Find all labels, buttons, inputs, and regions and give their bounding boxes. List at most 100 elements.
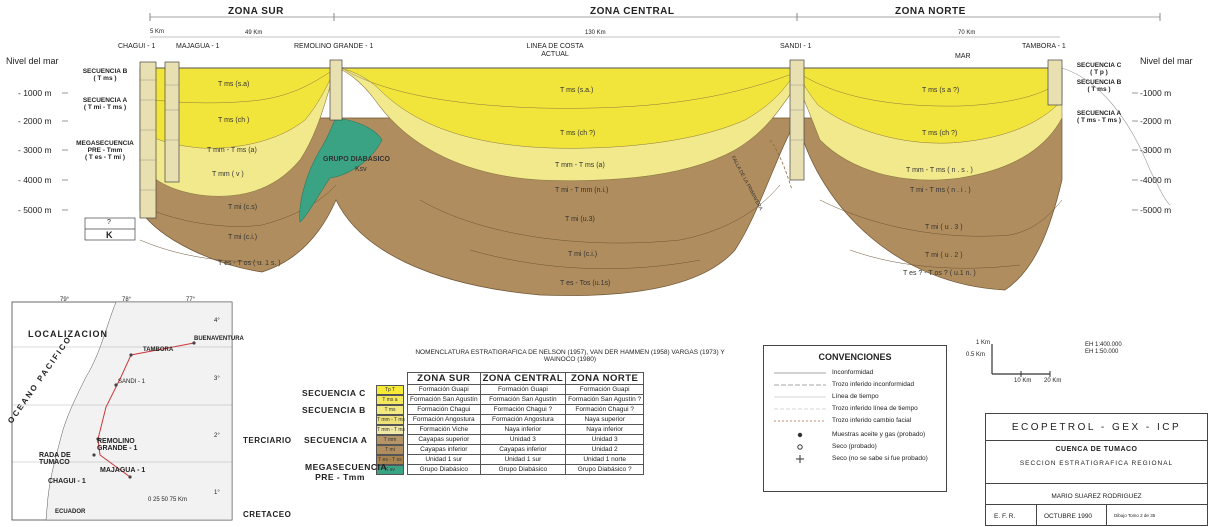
depth-left: - 4000 m [18,175,52,185]
map-place: REMOLINO GRANDE - 1 [97,438,138,452]
nomenclature-cell: Unidad 1 norte [565,454,645,465]
convention-item: Seco (probado) [832,443,877,450]
unit-label: T mi (c.i.) [568,251,598,258]
nomenclature-cell: Unidad 3 [565,434,645,445]
location-map [11,301,233,521]
nomenclature-swatch: T ms a [376,394,404,405]
title-sheet: Dibujo Tomo 2 de 35 [1114,513,1156,518]
grupo-diabasico-sub: Ksv [355,166,367,173]
nomenclature-header: ZONA SUR [407,372,481,385]
unit-label: T mi (c.s) [228,204,258,211]
sea-label: MAR [955,53,971,60]
nomenclature-cell: Formación Guapi [479,384,567,395]
nomenclature-cell: Formación Guapi [565,384,645,395]
conventions-legend: CONVENCIONES Inconformidad Trozo inferid… [763,345,947,492]
nomenclature-cell: Unidad 3 [479,434,567,445]
unit-label: T mi ( u . 3 ) [925,224,963,231]
distance-5km: 5 Km [150,29,165,35]
title-author: MARIO SUAREZ RODRIGUEZ [1051,493,1142,500]
map-scale: 0 25 50 75 Km [148,497,188,503]
scale-label: EH 1:400.000 [1085,342,1122,348]
nomenclature-swatch: K sv [376,464,404,475]
nomenclature-swatch: T es - T os [376,454,404,465]
zone-central-label: ZONA CENTRAL [590,6,675,17]
convention-item: Muestras aceite y gas (probado) [832,431,926,438]
nomenclature-cell: Unidad 2 [565,444,645,455]
scale-label: EH 1:50.000 [1085,349,1119,355]
nomenclature-swatch: T mm - T ms [376,414,406,425]
convention-item: Línea de tiempo [832,393,879,400]
unit-label: T ms (ch ?) [560,130,596,137]
title-basin: CUENCA DE TUMACO [1055,446,1138,453]
nomenclature-cell: Formación San Agustín ? [565,394,645,405]
convention-item: Trozo inferido cambio facial [832,417,912,424]
map-place: RADA DE TUMACO [39,452,71,466]
map-lat: 3° [214,376,220,382]
distance-130km: 130 Km [585,30,606,36]
depth-left: - 1000 m [18,88,52,98]
left-seq-a: SECUENCIA A( T mi - T ms ) [82,97,128,111]
depth-left: - 2000 m [18,116,52,126]
nomenclature-cell: Naya superior [565,414,645,425]
map-lon: 78° [122,297,132,303]
title-drafter: E. F. R. [994,513,1016,520]
layer-tms [139,67,1063,149]
unit-label: T ms (s.a) [218,81,250,88]
depth-left: - 3000 m [18,145,52,155]
nomenclature-cell: Unidad 1 sur [407,454,481,465]
sea-level-right: Nivel del mar [1140,56,1193,66]
map-lat: 1° [214,490,220,496]
well-columns [139,59,1063,219]
map-place: SANDI - 1 [118,379,146,385]
nomenclature-cell: Cayapas superior [407,434,481,445]
scale-label: 10 Km [1014,378,1032,384]
nomenclature-cell: Naya inferior [565,424,645,435]
map-place: ECUADOR [55,509,86,515]
unit-label: T mi - T ms ( n . i . ) [910,187,971,194]
unit-label: T mm - T ms ( n . s . ) [906,167,973,174]
nomenclature-cell: Formación Chagui ? [565,404,645,415]
map-place: CHAGUI - 1 [48,478,86,485]
era-terciario: TERCIARIO [243,436,292,445]
unit-label: T ms (s a ?) [922,87,960,94]
title-section: SECCION ESTRATIGRAFICA REGIONAL [1019,460,1174,467]
well-sandi: SANDI - 1 [780,43,812,50]
unit-label: T es - Tos (u.1s) [560,280,611,287]
nomenclature-cell: Formación San Agustín [407,394,481,405]
nomenclature-cell: Cayapas inferior [407,444,481,455]
distance-49km: 49 Km [245,30,263,36]
nomenclature-swatch: T mi [376,444,404,455]
nomenclature-cell: Naya inferior [479,424,567,435]
nomenclature-swatch: T mm [376,434,404,445]
layer-pre-tmm [139,117,1063,296]
nomenclature-seq-b: SECUENCIA B [302,405,366,415]
era-cretaceo: CRETACEO [243,510,292,519]
convention-item: Inconformidad [832,369,874,376]
unit-label: T mi ( u . 2 ) [925,252,963,259]
map-place: MAJAGUA - 1 [100,467,146,474]
unit-label: T ms (s.a.) [560,87,594,94]
grupo-diabasico-body [299,117,383,223]
nomenclature-header: ZONA CENTRAL [479,372,567,385]
stratigraphic-cross-section [62,13,1171,296]
title-date: OCTUBRE 1990 [1044,513,1093,520]
nomenclature-title: NOMENCLATURA ESTRATIGRAFICA DE NELSON (1… [415,349,725,363]
depth-right: -5000 m [1140,205,1172,215]
nomenclature-cell: Grupo Diabásico [479,464,567,475]
map-place: TAMBORA [143,347,174,353]
depth-right: -1000 m [1140,88,1172,98]
nomenclature-seq-c: SECUENCIA C [302,388,366,398]
depth-left: - 5000 m [18,205,52,215]
nomenclature-cell: Grupo Diabásico ? [565,464,645,475]
nomenclature-header: ZONA NORTE [565,372,645,385]
convention-item: Trozo inferido línea de tiempo [832,405,918,412]
unit-label: T mi - T mm (n.i.) [555,187,609,194]
well-chagui: CHAGUI - 1 [118,43,156,50]
nomenclature-seq-a: SECUENCIA A [304,435,368,445]
